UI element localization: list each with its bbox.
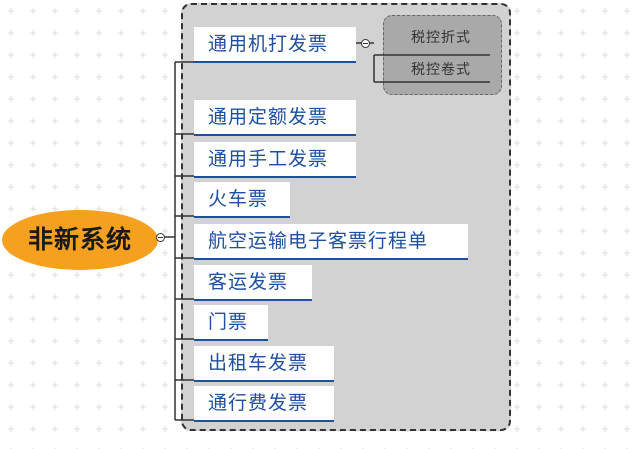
branch-node-handwritten-invoice[interactable]: 通用手工发票: [194, 142, 356, 178]
branch-node-machine-printed-invoice[interactable]: 通用机打发票: [194, 27, 356, 63]
branch-node-taxi-invoice[interactable]: 出租车发票: [194, 346, 334, 382]
branch-collapse-toggle-icon[interactable]: [361, 39, 370, 48]
branch-node-admission-ticket[interactable]: 门票: [194, 305, 268, 341]
branch-node-air-itinerary[interactable]: 航空运输电子客票行程单: [194, 224, 468, 260]
root-topic[interactable]: 非新系统: [2, 210, 158, 270]
subnode-tax-control-folded[interactable]: 税控折式: [411, 30, 471, 46]
branch-node-fixed-amount-invoice[interactable]: 通用定额发票: [194, 100, 356, 136]
branch-node-passenger-transport-invoice[interactable]: 客运发票: [194, 265, 312, 301]
branch-node-train-ticket[interactable]: 火车票: [194, 182, 290, 218]
branch-node-toll-invoice[interactable]: 通行费发票: [194, 386, 334, 422]
subnode-tax-control-roll[interactable]: 税控卷式: [411, 62, 471, 78]
root-collapse-toggle-icon[interactable]: [156, 233, 165, 242]
